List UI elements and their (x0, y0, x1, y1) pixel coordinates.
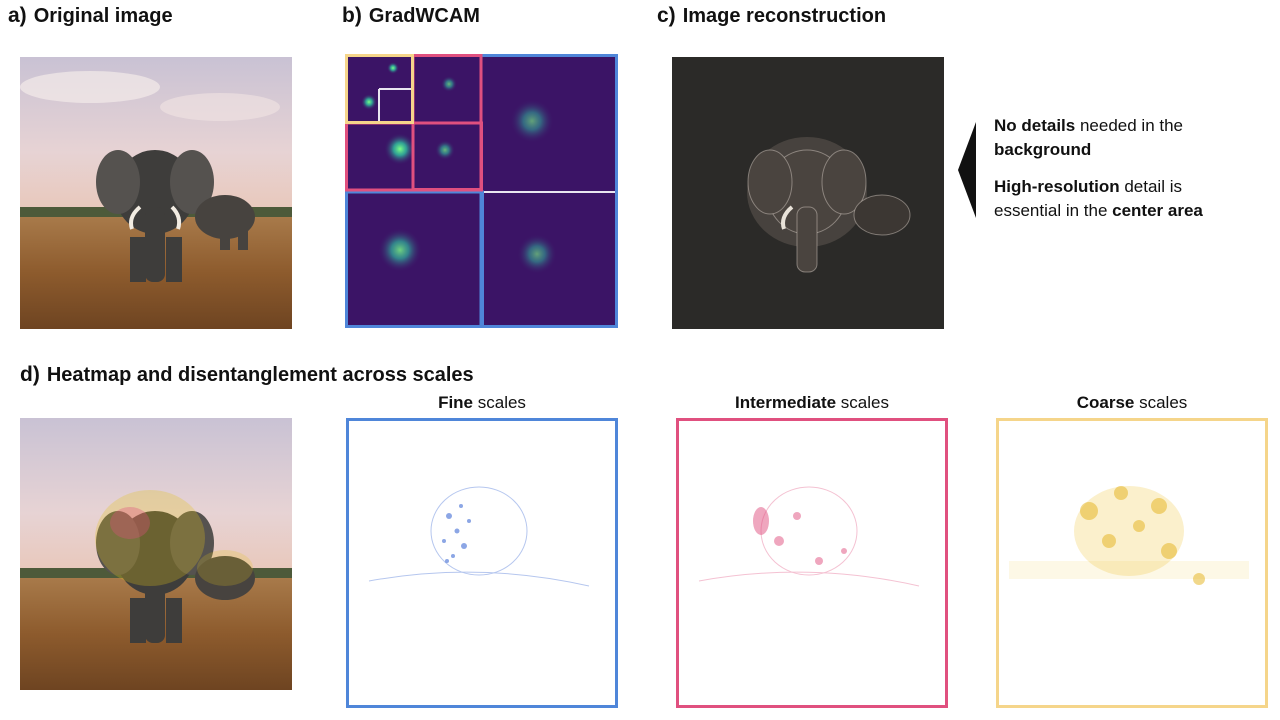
original-image (20, 57, 292, 329)
gradwcam-grid (345, 54, 618, 328)
panel-d-heading: d) Heatmap and disentanglement across sca… (20, 363, 474, 387)
fine-scale-map (346, 418, 618, 708)
panel-d-title: Heatmap and disentanglement across scale… (46, 364, 474, 386)
annotation-text: No details needed in the background High… (994, 114, 1274, 223)
panel-b-heading: b) GradWCAM (342, 4, 480, 28)
fine-scale-label: Fine scales (438, 393, 526, 412)
panel-c-title: Image reconstruction (682, 5, 887, 27)
panel-c-letter: c) (657, 4, 676, 27)
coarse-scale-label: Coarse scales (1076, 393, 1188, 412)
reconstruction-image (672, 57, 944, 329)
coarse-scale-map (996, 418, 1268, 708)
annotation-line-3: High-resolution detail is (994, 177, 1182, 196)
annotation-arrow (958, 122, 978, 218)
intermediate-scale-label: Intermediate scales (734, 393, 889, 412)
intermediate-scale-map (676, 418, 948, 708)
annotation-line-4: essential in the center area (994, 201, 1203, 220)
annotation-line-2: background (994, 140, 1092, 159)
panel-a-heading: a) Original image (8, 4, 173, 28)
panel-d-letter: d) (20, 363, 40, 386)
panel-a-title: Original image (33, 5, 173, 27)
panel-b-letter: b) (342, 4, 362, 27)
panel-a-letter: a) (8, 4, 27, 27)
panel-c-heading: c) Image reconstruction (657, 4, 886, 28)
annotation-line-1: No details needed in the (994, 116, 1184, 135)
heatmap-overlay-image (20, 418, 292, 690)
panel-b-title: GradWCAM (368, 5, 480, 27)
